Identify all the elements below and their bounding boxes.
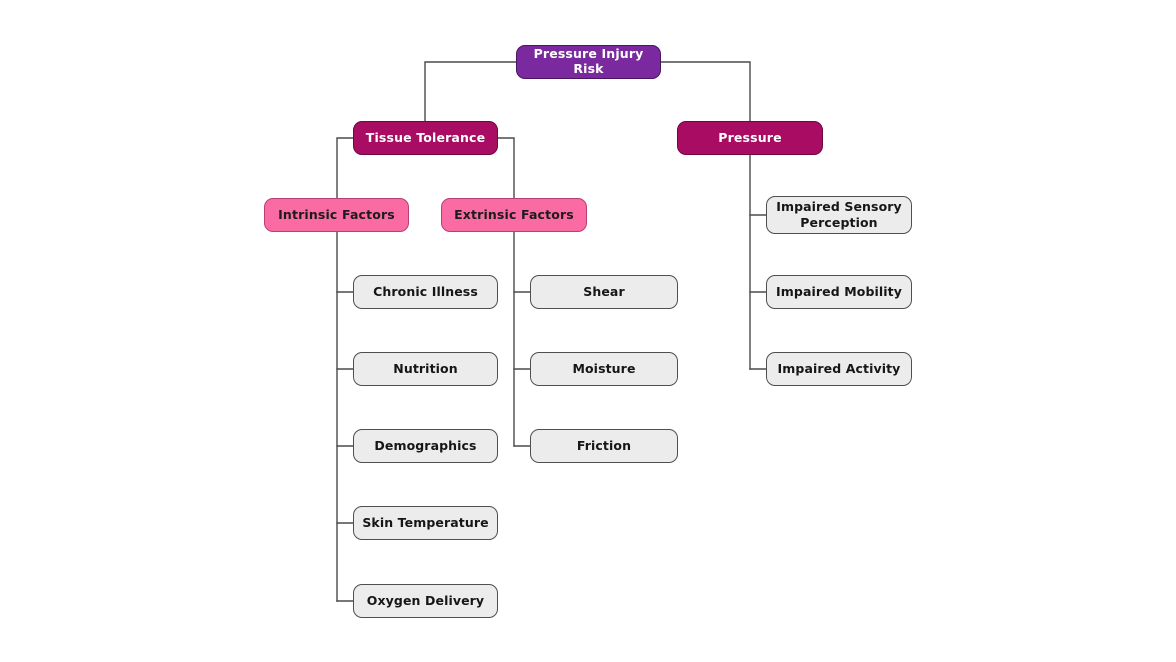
node-extrinsic-factors[interactable]: Extrinsic Factors — [441, 198, 587, 232]
node-pressure-injury-risk[interactable]: Pressure Injury Risk — [516, 45, 661, 79]
node-oxygen-delivery[interactable]: Oxygen Delivery — [353, 584, 498, 618]
node-impaired-activity[interactable]: Impaired Activity — [766, 352, 912, 386]
node-impaired-sensory-perception[interactable]: Impaired Sensory Perception — [766, 196, 912, 234]
edge-tissue-to-extrinsic — [497, 137, 515, 199]
edge-root-to-tissue-tolerance — [424, 61, 517, 122]
node-impaired-mobility[interactable]: Impaired Mobility — [766, 275, 912, 309]
node-skin-temperature[interactable]: Skin Temperature — [353, 506, 498, 540]
node-shear[interactable]: Shear — [530, 275, 678, 309]
node-demographics[interactable]: Demographics — [353, 429, 498, 463]
node-tissue-tolerance[interactable]: Tissue Tolerance — [353, 121, 498, 155]
node-intrinsic-factors[interactable]: Intrinsic Factors — [264, 198, 409, 232]
node-nutrition[interactable]: Nutrition — [353, 352, 498, 386]
edge-tissue-to-intrinsic — [336, 137, 354, 199]
node-friction[interactable]: Friction — [530, 429, 678, 463]
node-pressure[interactable]: Pressure — [677, 121, 823, 155]
edge-root-to-pressure — [660, 61, 751, 122]
node-chronic-illness[interactable]: Chronic Illness — [353, 275, 498, 309]
node-moisture[interactable]: Moisture — [530, 352, 678, 386]
